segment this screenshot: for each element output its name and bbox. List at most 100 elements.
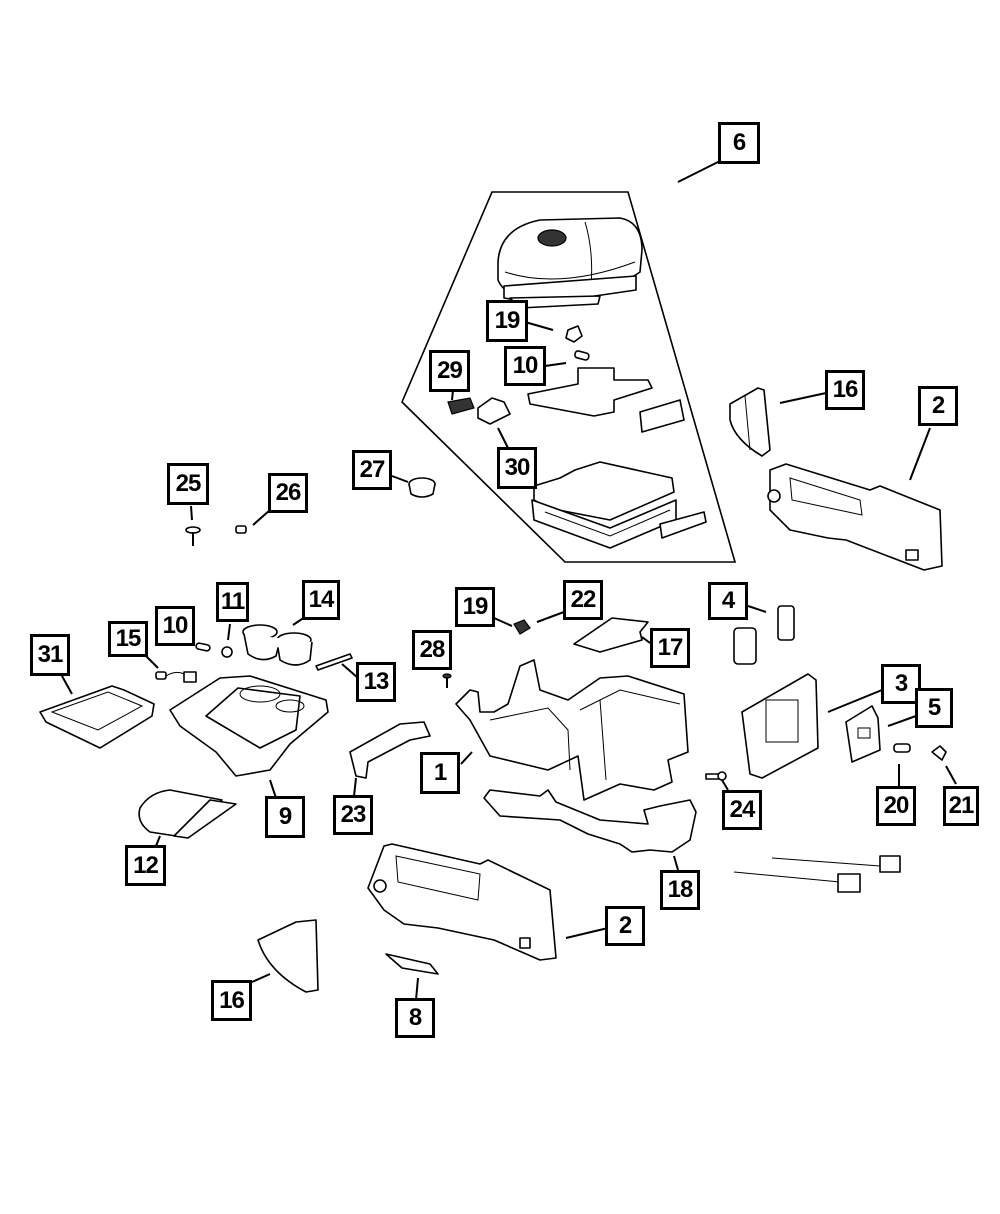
bulb-rear-part [893,743,911,753]
bezel-cup-holder-part [169,675,329,777]
callout-3[interactable]: 3 [881,664,921,704]
leader-16b [251,973,271,983]
leader-23 [353,777,357,797]
leader-27 [391,475,409,483]
callout-17[interactable]: 17 [650,628,690,668]
bulb-part [195,642,211,652]
knob-part [408,477,436,498]
callout-1[interactable]: 1 [420,752,460,794]
usb-port-part [733,605,795,665]
callout-18[interactable]: 18 [660,870,700,910]
assembly-6-group-outline [401,191,737,563]
lamp-socket-part [221,646,233,658]
screw-part [705,771,727,781]
bin-mat-part [573,617,649,653]
callout-5[interactable]: 5 [915,688,953,728]
leader-13 [341,663,359,679]
hinge-part [639,399,685,433]
side-panel-left-part [367,843,557,961]
callout-30[interactable]: 30 [497,447,537,489]
leader-19a [524,321,554,331]
lid-latch-clip-part [565,325,583,343]
leader-18 [673,855,679,871]
callout-12[interactable]: 12 [125,845,166,886]
leader-11 [227,623,231,641]
callout-4[interactable]: 4 [708,582,748,620]
leader-31 [61,675,73,695]
leader-12 [155,835,161,847]
callout-25[interactable]: 25 [167,463,209,505]
callout-19-lid[interactable]: 19 [486,300,528,342]
rear-bezel-part [741,673,819,779]
leader-17 [641,636,651,644]
storage-tray-part [39,685,155,749]
callout-2-right[interactable]: 2 [918,386,958,426]
callout-24[interactable]: 24 [722,790,762,830]
leader-2a [909,427,931,481]
leader-24 [721,779,729,791]
leader-6 [677,159,723,183]
side-panel-right-part [767,463,943,571]
console-base-part [455,659,689,801]
latch-bracket-part [477,397,511,425]
armrest-lid-part [497,217,643,309]
rear-end-cap-left-part [257,919,319,993]
callout-23[interactable]: 23 [333,795,373,835]
callout-21[interactable]: 21 [943,786,979,826]
leader-22 [536,611,565,623]
callout-16-right[interactable]: 16 [825,370,865,410]
duct-part [483,789,697,853]
lid-bin-part [531,461,707,549]
callout-22[interactable]: 22 [563,580,603,620]
leader-2b [565,927,609,939]
leader-30 [497,427,509,449]
lid-plate-part [527,367,653,417]
lid-lamp-bulb-part [574,350,590,361]
leader-3 [827,689,883,713]
wiring-harness-part [733,855,901,893]
callout-10-lid[interactable]: 10 [504,346,546,386]
leader-16a [779,392,827,404]
clip-rear-part [931,745,947,761]
push-pin-part [442,673,452,688]
callout-2-left[interactable]: 2 [605,906,645,946]
callout-9[interactable]: 9 [265,796,305,838]
leader-15 [145,655,159,669]
leader-9 [269,779,277,799]
callout-27[interactable]: 27 [352,450,392,490]
trim-insert-part [385,953,439,975]
cup-holder-part [242,624,313,666]
leader-25 [190,505,193,521]
rear-switch-panel-part [845,705,881,763]
callout-8[interactable]: 8 [395,998,435,1038]
callout-29[interactable]: 29 [429,350,470,392]
bracket-part [349,721,431,779]
callout-28[interactable]: 28 [412,630,452,670]
callout-15[interactable]: 15 [108,621,148,657]
rear-end-cap-right-part [729,387,771,457]
callout-20[interactable]: 20 [876,786,916,826]
leader-5 [887,715,917,727]
callout-26[interactable]: 26 [268,473,308,513]
leader-1 [460,751,473,765]
leader-21 [945,765,957,785]
nut-part [235,525,247,534]
callout-31[interactable]: 31 [30,634,70,676]
trim-strip-part [315,653,353,671]
callout-6[interactable]: 6 [718,122,760,164]
leader-10a [544,362,567,367]
callout-10[interactable]: 10 [155,606,195,646]
callout-13[interactable]: 13 [356,662,396,702]
bolt-part [185,526,201,546]
callout-16-left[interactable]: 16 [211,980,252,1021]
leader-26 [252,509,271,526]
clip-part [513,619,531,635]
callout-11[interactable]: 11 [216,582,249,622]
lid-latch-part [447,397,475,415]
leader-4 [747,605,767,613]
callout-14[interactable]: 14 [302,580,340,620]
callout-19[interactable]: 19 [455,587,495,627]
leader-19b [493,617,513,627]
lamp-wiring-part [155,671,197,683]
